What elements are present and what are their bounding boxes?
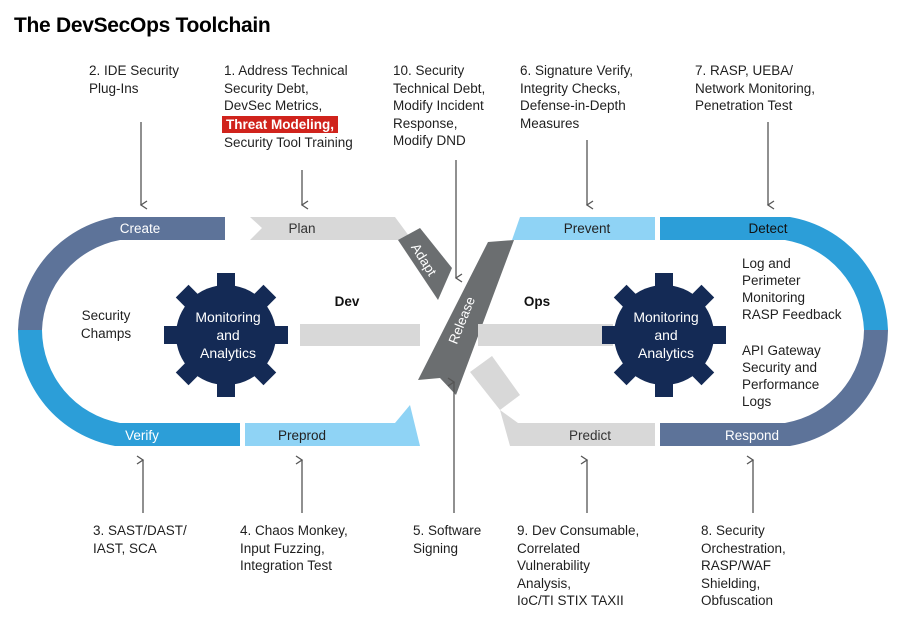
gear-left-icon	[164, 273, 288, 397]
segment-verify	[18, 330, 240, 446]
note-address-debt: 1. Address Technical Security Debt, DevS…	[222, 63, 353, 150]
label-plan: Plan	[288, 221, 315, 236]
note-ide-security: 2. IDE Security Plug-Ins	[89, 63, 180, 96]
label-create: Create	[120, 221, 161, 236]
ops-inner-top-1: Log and	[742, 256, 791, 271]
segment-create	[18, 217, 225, 330]
gear-left-label-2: and	[216, 327, 239, 343]
segment-plan	[250, 217, 412, 240]
segment-prevent	[512, 217, 655, 240]
note-sast-dast: 3. SAST/DAST/ IAST, SCA	[93, 523, 187, 556]
label-prevent: Prevent	[564, 221, 611, 236]
gear-right-icon	[602, 273, 726, 397]
security-champs-2: Champs	[81, 326, 132, 341]
gear-right-label-2: and	[654, 327, 677, 343]
gear-left-label-1: Monitoring	[195, 309, 260, 325]
dev-bar	[300, 324, 420, 346]
label-predict: Predict	[569, 428, 611, 443]
segment-preprod	[245, 405, 420, 446]
ops-inner-bottom-4: Logs	[742, 394, 772, 409]
segment-detect	[660, 217, 888, 330]
page-title: The DevSecOps Toolchain	[14, 14, 271, 37]
security-champs-1: Security	[82, 308, 131, 323]
dev-label: Dev	[335, 294, 360, 309]
ops-inner-top-2: Perimeter	[742, 273, 801, 288]
label-detect: Detect	[748, 221, 787, 236]
ops-inner-top-4: RASP Feedback	[742, 307, 842, 322]
label-preprod: Preprod	[278, 428, 326, 443]
note-signature-verify: 6. Signature Verify, Integrity Checks, D…	[520, 63, 634, 131]
note-rasp-ueba: 7. RASP, UEBA/ Network Monitoring, Penet…	[695, 63, 816, 113]
ops-label: Ops	[524, 294, 550, 309]
ops-inner-top-3: Monitoring	[742, 290, 805, 305]
note-chaos-monkey: 4. Chaos Monkey, Input Fuzzing, Integrat…	[240, 523, 348, 573]
ops-inner-bottom-3: Performance	[742, 377, 819, 392]
threat-modeling-highlight: Threat Modeling,	[222, 115, 338, 133]
note-software-signing: 5. Software Signing	[413, 523, 482, 556]
crossing-lower	[470, 356, 520, 410]
gear-right-label-1: Monitoring	[633, 309, 698, 325]
label-verify: Verify	[125, 428, 159, 443]
note-security-orchestration: 8. Security Orchestration, RASP/WAF Shie…	[701, 523, 786, 608]
segment-respond	[660, 330, 888, 446]
note-dev-consumable: 9. Dev Consumable, Correlated Vulnerabil…	[517, 523, 640, 608]
ops-bar	[478, 324, 613, 346]
note-security-technical-debt: 10. Security Technical Debt, Modify Inci…	[393, 63, 486, 148]
segment-release	[418, 240, 514, 395]
ops-inner-bottom-1: API Gateway	[742, 343, 821, 358]
gear-right-label-3: Analytics	[638, 345, 694, 361]
ops-inner-bottom-2: Security and	[742, 360, 817, 375]
label-respond: Respond	[725, 428, 779, 443]
segment-predict	[500, 410, 655, 446]
gear-left-label-3: Analytics	[200, 345, 256, 361]
segment-adapt	[398, 228, 452, 300]
